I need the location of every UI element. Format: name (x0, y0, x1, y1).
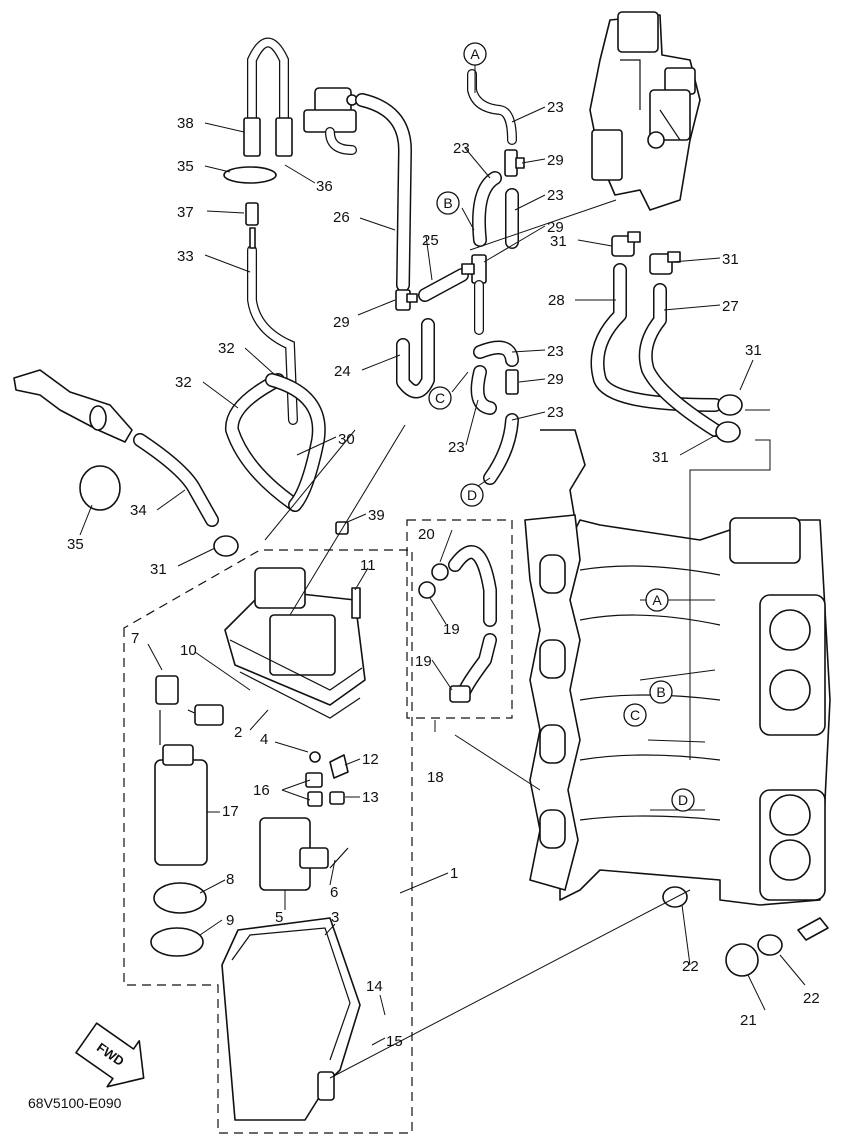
callout-7: 7 (131, 630, 139, 647)
callout-31: 31 (652, 449, 669, 466)
connection-letter-b-top: B (436, 191, 460, 215)
hose-set-18-boundary (406, 519, 513, 719)
connection-letter-d-manifold: D (671, 788, 695, 812)
callout-2: 2 (234, 724, 242, 741)
callout-5: 5 (275, 909, 283, 926)
callout-23: 23 (453, 140, 470, 157)
callout-14: 14 (366, 978, 383, 995)
callout-36: 36 (316, 178, 333, 195)
callout-32: 32 (218, 340, 235, 357)
callout-leaders (79, 65, 806, 1046)
callout-37: 37 (177, 204, 194, 221)
callout-31: 31 (722, 251, 739, 268)
callout-31: 31 (550, 233, 567, 250)
callout-33: 33 (177, 248, 194, 265)
callout-29: 29 (547, 371, 564, 388)
hose-23-set (467, 69, 525, 485)
forward-arrow: FWD (75, 1022, 145, 1088)
connection-letter-d-top: D (460, 483, 484, 507)
connection-letter-c-top: C (428, 386, 452, 410)
callout-21: 21 (740, 1012, 757, 1029)
callout-32: 32 (175, 374, 192, 391)
callout-9: 9 (226, 912, 234, 929)
callout-35: 35 (67, 536, 84, 553)
fuel-pump-assembly-boundary (123, 549, 413, 1134)
callout-19: 19 (415, 653, 432, 670)
hose-set-18 (418, 545, 497, 703)
callout-31: 31 (150, 561, 167, 578)
callout-29: 29 (547, 219, 564, 236)
fuel-pump-parts (150, 675, 224, 957)
callout-22: 22 (682, 958, 699, 975)
letter-b: B (443, 195, 452, 211)
callout-31: 31 (745, 342, 762, 359)
callout-23: 23 (547, 187, 564, 204)
tee-fittings-29 (395, 254, 487, 399)
callout-4: 4 (260, 731, 268, 748)
callout-34: 34 (130, 502, 147, 519)
callout-8: 8 (226, 871, 234, 888)
callout-18: 18 (427, 769, 444, 786)
return-hose-38 (223, 37, 293, 249)
pressure-regulator (303, 87, 358, 155)
callout-29: 29 (333, 314, 350, 331)
letter-d: D (467, 487, 477, 503)
callout-10: 10 (180, 642, 197, 659)
callout-13: 13 (362, 789, 379, 806)
connection-letter-a-manifold: A (645, 588, 669, 612)
callout-23: 23 (547, 343, 564, 360)
callout-28: 28 (548, 292, 565, 309)
callout-3: 3 (331, 909, 339, 926)
callout-23: 23 (547, 99, 564, 116)
fuel-hose-34 (13, 369, 239, 557)
vapor-separator-body (589, 11, 701, 211)
callout-24: 24 (334, 363, 351, 380)
callout-25: 25 (422, 232, 439, 249)
hoses-27-28 (590, 231, 743, 443)
callout-20: 20 (418, 526, 435, 543)
connection-letter-b-manifold: B (649, 680, 673, 704)
hose-33-32 (224, 245, 326, 512)
callout-16: 16 (253, 782, 270, 799)
letter-a: A (470, 46, 480, 62)
callout-30: 30 (338, 431, 355, 448)
letter-a: A (652, 592, 662, 608)
callout-38: 38 (177, 115, 194, 132)
callout-11: 11 (360, 557, 376, 574)
callout-26: 26 (333, 209, 350, 226)
callout-29: 29 (547, 152, 564, 169)
callout-27: 27 (722, 298, 739, 315)
letter-c: C (630, 707, 640, 723)
float-chamber (221, 917, 361, 1121)
callout-23: 23 (448, 439, 465, 456)
letter-c: C (435, 390, 445, 406)
figure-code: 68V5100-E090 (28, 1095, 122, 1111)
callout-6: 6 (330, 884, 338, 901)
callout-15: 15 (386, 1033, 403, 1050)
connection-letter-c-manifold: C (623, 703, 647, 727)
callout-1: 1 (450, 865, 458, 882)
connection-leaders (264, 199, 771, 1079)
letter-b: B (656, 684, 665, 700)
connection-letter-a-top: A (463, 42, 487, 66)
letter-d: D (678, 792, 688, 808)
callout-12: 12 (362, 751, 379, 768)
intake-manifold (524, 429, 831, 906)
callout-19: 19 (443, 621, 460, 638)
callout-22: 22 (803, 990, 820, 1007)
hose-26 (355, 93, 412, 292)
filter-and-fittings (259, 751, 349, 891)
fuel-pump-cover (224, 521, 366, 719)
callout-35: 35 (177, 158, 194, 175)
callout-23: 23 (547, 404, 564, 421)
callout-17: 17 (222, 803, 239, 820)
callout-39: 39 (368, 507, 385, 524)
grommets-21-22 (662, 886, 829, 977)
